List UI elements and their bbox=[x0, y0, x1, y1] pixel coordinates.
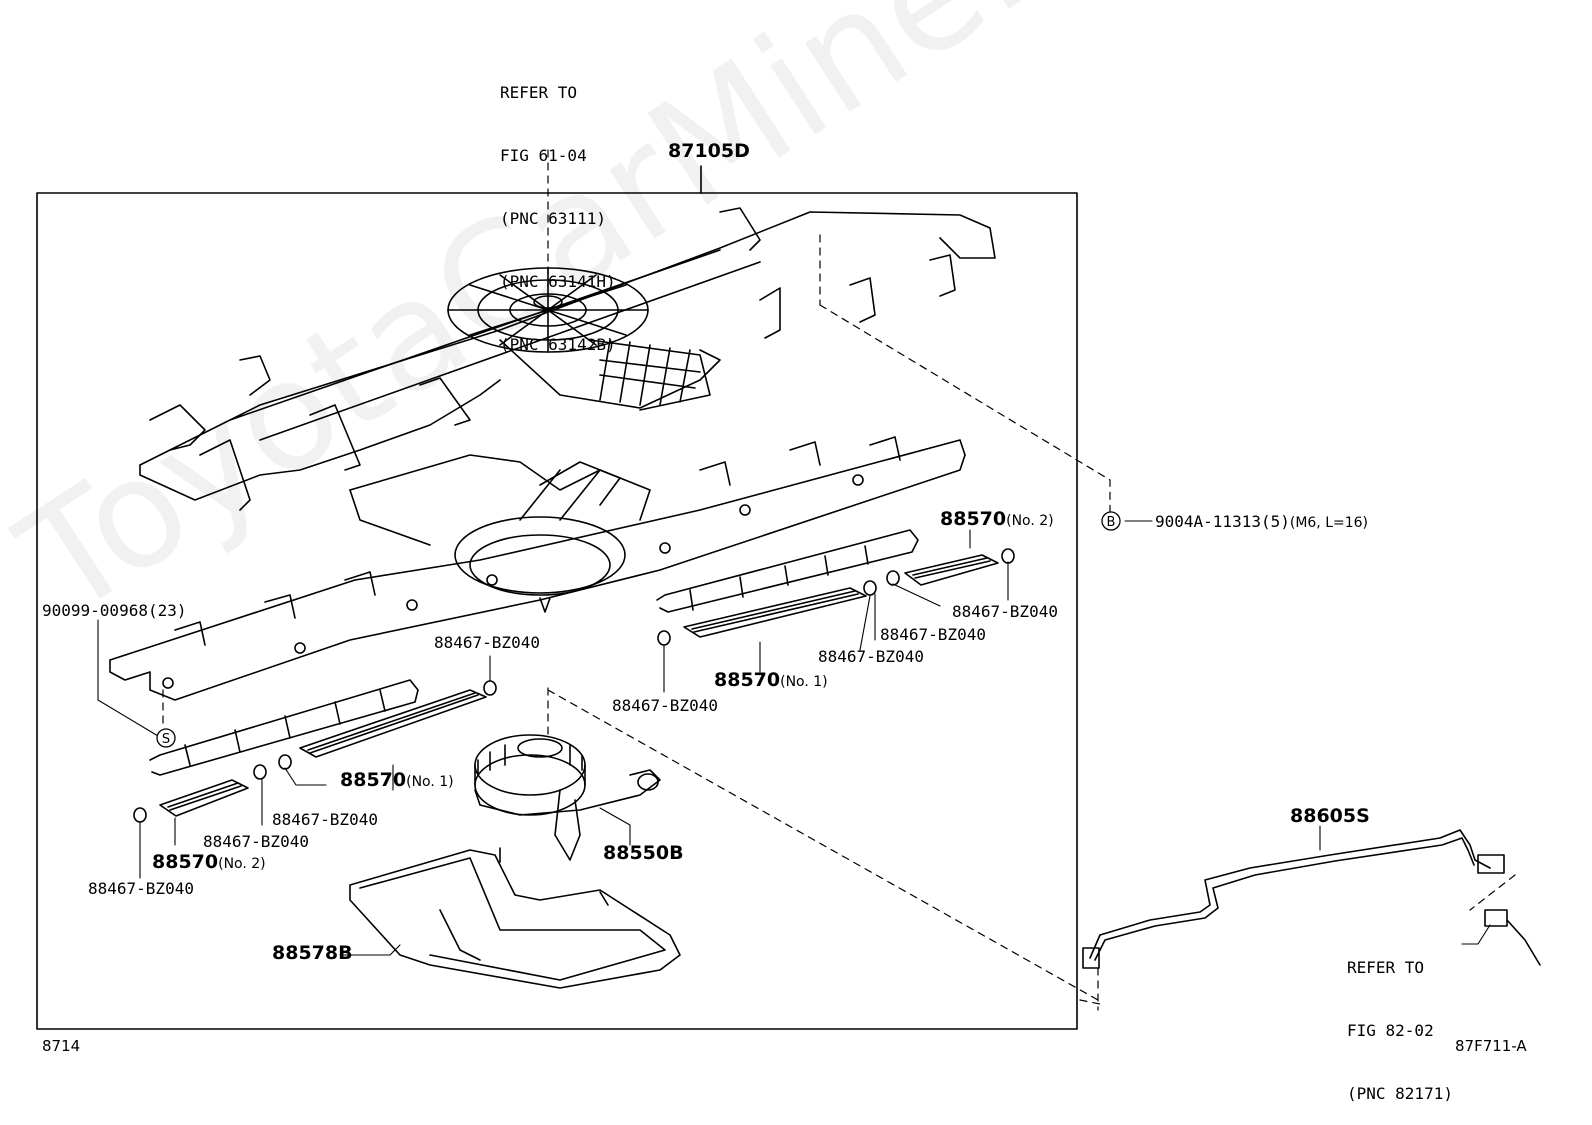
fan-grille bbox=[447, 267, 649, 353]
blower-motor bbox=[474, 734, 661, 861]
label-clip-b: 88467-BZ040 bbox=[880, 625, 986, 644]
label-screw-90099: 90099-00968(23) bbox=[42, 601, 187, 620]
vent-lower-left-long bbox=[149, 679, 419, 776]
lower-duct bbox=[109, 436, 966, 701]
bolt-spec: (M6, L=16) bbox=[1289, 515, 1369, 531]
footer-figure-number: 8714 bbox=[42, 1037, 81, 1055]
marker-b: B bbox=[1101, 511, 1121, 531]
label-88570-no2-upper: 88570(No. 2) bbox=[940, 509, 1054, 532]
part-number: 88570 bbox=[152, 851, 219, 873]
wiring-harness bbox=[1082, 829, 1541, 969]
label-bolt-9004a: 9004A-11313(5)(M6, L=16) bbox=[1155, 511, 1368, 534]
refer-top-line2: FIG 61-04 bbox=[500, 146, 587, 165]
label-clip-g: 88467-BZ040 bbox=[203, 832, 309, 851]
assembly-label: 87105D bbox=[668, 140, 750, 162]
refer-top-note: REFER TO FIG 61-04 (PNC 63111) (PNC 6314… bbox=[500, 40, 616, 376]
svg-text:B: B bbox=[1107, 515, 1116, 530]
parts-diagram: B S bbox=[36, 149, 1541, 1030]
label-88570-no1-lower: 88570(No. 1) bbox=[340, 770, 454, 793]
svg-text:S: S bbox=[162, 732, 170, 747]
refer-right-note: REFER TO FIG 82-02 (PNC 82171) bbox=[1347, 915, 1453, 1125]
label-clip-c: 88467-BZ040 bbox=[818, 647, 924, 666]
refer-top-line5: (PNC 63142B) bbox=[500, 335, 616, 354]
part-number: 88570 bbox=[714, 669, 781, 691]
label-blower-88550b: 88550B bbox=[603, 842, 684, 864]
refer-top-line1: REFER TO bbox=[500, 83, 578, 102]
label-harness-88605s: 88605S bbox=[1290, 805, 1370, 827]
part-variant: (No. 1) bbox=[406, 774, 454, 790]
label-tray-88578b: 88578B bbox=[272, 942, 353, 964]
upper-duct bbox=[139, 207, 996, 511]
refer-right-line2: FIG 82-02 bbox=[1347, 1021, 1434, 1040]
label-clip-h: 88467-BZ040 bbox=[88, 879, 194, 898]
label-clip-e: 88467-BZ040 bbox=[434, 633, 540, 652]
vent-88570-no1-lower bbox=[299, 689, 487, 758]
label-clip-f: 88467-BZ040 bbox=[272, 810, 378, 829]
assembly-frame bbox=[36, 192, 1078, 1030]
vent-88570-no2-upper bbox=[904, 554, 999, 586]
drain-tray bbox=[349, 847, 681, 989]
part-number: 88570 bbox=[940, 508, 1007, 530]
refer-right-line3: (PNC 82171) bbox=[1347, 1084, 1453, 1103]
vent-right-long bbox=[656, 529, 919, 613]
bolt-part-number: 9004A-11313(5) bbox=[1155, 512, 1290, 531]
part-variant: (No. 1) bbox=[780, 674, 828, 690]
dashed-reference-lines bbox=[162, 149, 1516, 1011]
label-clip-a: 88467-BZ040 bbox=[952, 602, 1058, 621]
part-number: 88570 bbox=[340, 769, 407, 791]
refer-top-line3: (PNC 63111) bbox=[500, 209, 606, 228]
refer-top-line4: (PNC 63141H) bbox=[500, 272, 616, 291]
part-variant: (No. 2) bbox=[218, 856, 266, 872]
leader-lines bbox=[97, 520, 1491, 956]
part-variant: (No. 2) bbox=[1006, 513, 1054, 529]
label-clip-d: 88467-BZ040 bbox=[612, 696, 718, 715]
refer-right-line1: REFER TO bbox=[1347, 958, 1425, 977]
footer-illustration-code: 87F711-A bbox=[1455, 1037, 1527, 1055]
marker-s: S bbox=[156, 728, 176, 748]
label-88570-no1-upper: 88570(No. 1) bbox=[714, 670, 828, 693]
label-88570-no2-lower: 88570(No. 2) bbox=[152, 852, 266, 875]
vent-88570-no2-lower bbox=[159, 779, 249, 817]
vent-88570-no1-upper bbox=[683, 587, 867, 638]
